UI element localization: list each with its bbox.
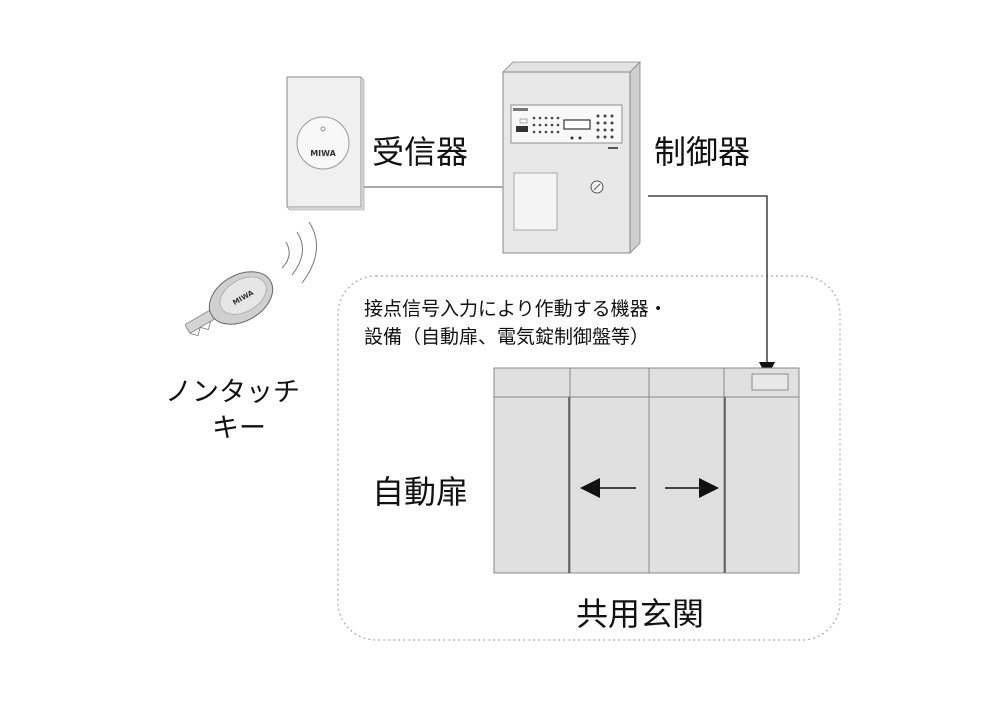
controller-window: [513, 172, 558, 231]
controller-label: 制御器: [654, 133, 751, 171]
controller-left-keypad-icon: [532, 116, 560, 134]
door-header: [493, 367, 800, 398]
controller-switch-icon: [516, 126, 528, 132]
non-touch-key-icon: MIWA: [185, 271, 274, 337]
left-arrow-icon: [580, 478, 636, 498]
door-fixed-left: [493, 396, 571, 574]
auto-door-label: 自動扉: [372, 473, 469, 511]
right-arrow-icon: [665, 478, 719, 498]
receiver-device: MIWA: [286, 76, 365, 211]
controller-to-door-line: [648, 195, 768, 374]
key-label-line2: キー: [212, 413, 266, 444]
key-label-line1: ノンタッチ: [165, 377, 300, 408]
controller-device: [502, 61, 641, 254]
door-sensor-icon: [751, 373, 789, 391]
receiver-sensor: [296, 116, 350, 170]
equipment-description-line1: 接点信号入力により作動する機器・: [364, 298, 668, 320]
receiver-label: 受信器: [372, 133, 469, 171]
door-fixed-right: [723, 396, 800, 574]
equipment-description-line2: 設備（自動扉、電気錠制御盤等）: [364, 326, 650, 348]
receiver-logo: MIWA: [310, 149, 336, 158]
controller-right-keypad-icon: [596, 114, 614, 139]
automatic-door: [493, 367, 800, 574]
controller-display-icon: [563, 119, 591, 130]
entrance-label: 共用玄関: [576, 595, 705, 633]
equipment-region: [337, 275, 841, 641]
signal-waves-icon: [281, 221, 318, 284]
door-sliding-left: [569, 396, 650, 574]
receiver-indicator-icon: [320, 126, 326, 132]
